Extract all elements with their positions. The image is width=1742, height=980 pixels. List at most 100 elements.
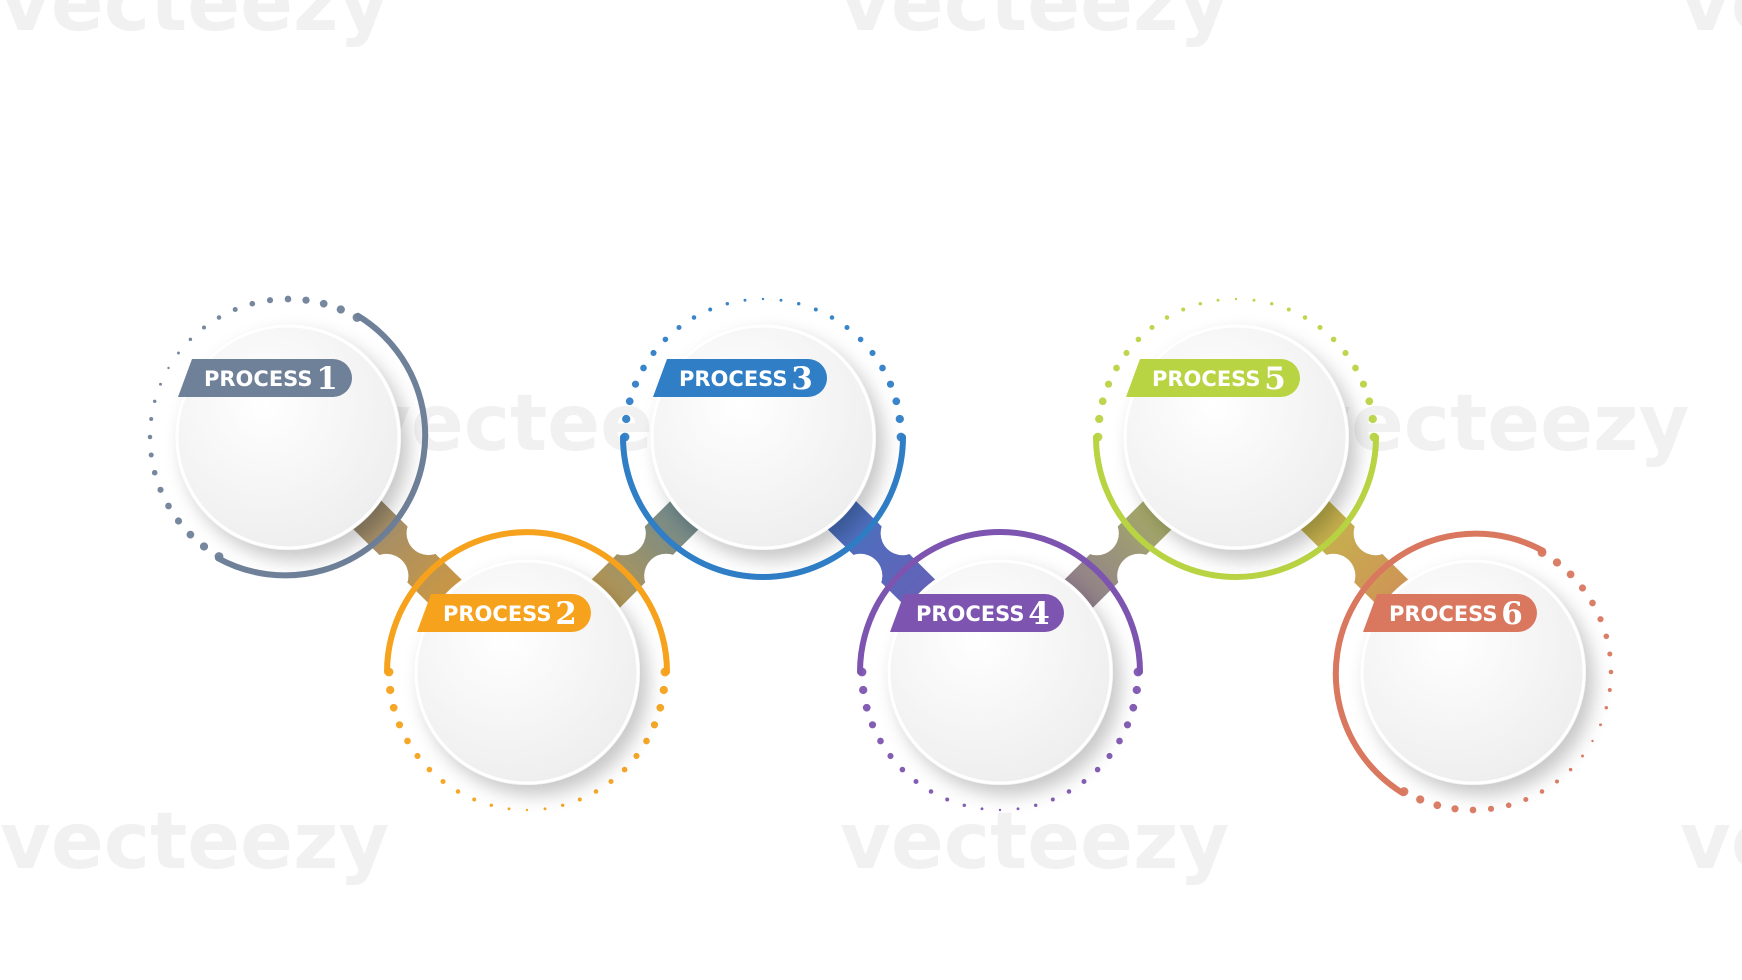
- step-4-dot: [1132, 685, 1141, 695]
- step-6-dot: [1581, 754, 1584, 758]
- watermark-text: vecteezy: [840, 0, 1229, 49]
- arc-layer: [215, 312, 1546, 797]
- step-3-dot: [662, 336, 669, 343]
- step-4-dot: [887, 752, 894, 760]
- step-4-dot: [1033, 803, 1038, 808]
- connector-notch: [838, 553, 883, 598]
- step-1-dot: [336, 305, 345, 314]
- step-6-tag: [1363, 594, 1537, 632]
- step-5-dot: [1234, 297, 1238, 301]
- step-1-dot: [148, 452, 154, 458]
- connector-notch: [601, 511, 646, 556]
- step-1-dot: [319, 299, 328, 308]
- step-6-dot: [1568, 767, 1573, 772]
- step-5-dot: [1359, 380, 1368, 388]
- step-3-dot: [829, 315, 835, 320]
- step-4-dot: [1081, 778, 1087, 785]
- connector-notch: [406, 511, 451, 556]
- step-1-dot: [199, 542, 209, 551]
- step-2-dot: [472, 797, 477, 802]
- connector-notch: [1074, 511, 1119, 556]
- step-6-dot: [1608, 669, 1614, 675]
- step-3-dot: [779, 298, 783, 302]
- step-4-arc: [857, 529, 1143, 675]
- step-5-dot: [1368, 414, 1377, 424]
- connector-notch: [364, 553, 409, 598]
- step-6-dot: [1589, 599, 1596, 607]
- disc-highlight: [650, 324, 876, 550]
- step-1-dot: [302, 296, 310, 304]
- step-1-arc: [215, 312, 429, 579]
- step-5-dot: [1113, 364, 1120, 372]
- step-5-dot: [1095, 414, 1104, 424]
- watermark-text: vecteezy: [1680, 797, 1742, 887]
- step-5-dot: [1286, 307, 1291, 312]
- step-6-dot: [1607, 651, 1613, 657]
- step-2-label: PROCESS: [443, 602, 551, 626]
- step-2-arc: [384, 529, 670, 675]
- disc-highlight: [1123, 324, 1349, 550]
- step-6-dot: [1539, 789, 1545, 794]
- step-6-dot: [1552, 558, 1562, 567]
- step-2-dot: [643, 737, 650, 745]
- step-4-dot: [962, 803, 967, 808]
- step-4-dot: [1094, 766, 1101, 773]
- step-1-dot: [147, 434, 153, 440]
- step-5-dot: [1104, 380, 1113, 388]
- step-1-dot: [159, 382, 162, 386]
- step-6-dot: [1451, 805, 1459, 813]
- step-5-dot: [1135, 336, 1142, 343]
- step-3-dot: [892, 397, 901, 406]
- step-2-dot: [525, 808, 529, 812]
- step-4-dot: [928, 789, 934, 794]
- step-5-number: 5: [1264, 361, 1286, 397]
- step-6-dot: [1604, 705, 1609, 710]
- step-2-dot: [593, 789, 599, 794]
- step-5-dot: [1123, 349, 1130, 357]
- disc-highlight: [414, 559, 640, 785]
- watermark-text: vecteezy: [1300, 379, 1689, 469]
- step-2-dot: [633, 752, 640, 760]
- step-1-dot: [165, 502, 172, 510]
- connector-notch: [1353, 511, 1398, 556]
- disc-highlight: [887, 559, 1113, 785]
- step-3-dot: [869, 349, 876, 357]
- step-3-dot: [879, 364, 886, 372]
- step-3-dot: [761, 297, 765, 301]
- step-5-dot: [1149, 324, 1155, 331]
- watermark-text: vecteezy: [1680, 0, 1742, 49]
- step-2-dot: [440, 778, 446, 785]
- step-1-dot: [202, 325, 206, 330]
- step-4-dot: [1129, 703, 1138, 712]
- watermark-text: vecteezy: [840, 797, 1229, 887]
- step-1-dot: [216, 315, 222, 320]
- step-3-dot: [796, 301, 801, 306]
- step-4-dot: [980, 807, 984, 811]
- step-3-dot: [895, 414, 904, 424]
- connector-notch: [644, 553, 689, 598]
- step-6-dot: [1597, 616, 1604, 623]
- step-2-number: 2: [555, 596, 577, 632]
- step-6-dot: [1591, 739, 1594, 743]
- step-5-label: PROCESS: [1152, 367, 1260, 391]
- step-2-dot: [386, 685, 395, 695]
- step-2-dot: [659, 685, 668, 695]
- step-3-label: PROCESS: [679, 367, 787, 391]
- watermark-text: vecteezy: [0, 797, 389, 887]
- step-4-dot: [877, 737, 884, 745]
- step-2-dot: [507, 807, 511, 811]
- step-3-dot: [725, 301, 730, 306]
- step-2-dot: [577, 797, 582, 802]
- connector-notch: [1117, 553, 1162, 598]
- step-6-dot: [1578, 584, 1587, 592]
- step-6-dot: [1603, 633, 1610, 640]
- step-2-dot: [621, 766, 628, 773]
- disc-highlight: [175, 324, 401, 550]
- step-1-dot: [151, 469, 158, 476]
- step-2-dot: [426, 766, 433, 773]
- step-3-dot: [691, 315, 697, 320]
- step-1-label: PROCESS: [204, 367, 312, 391]
